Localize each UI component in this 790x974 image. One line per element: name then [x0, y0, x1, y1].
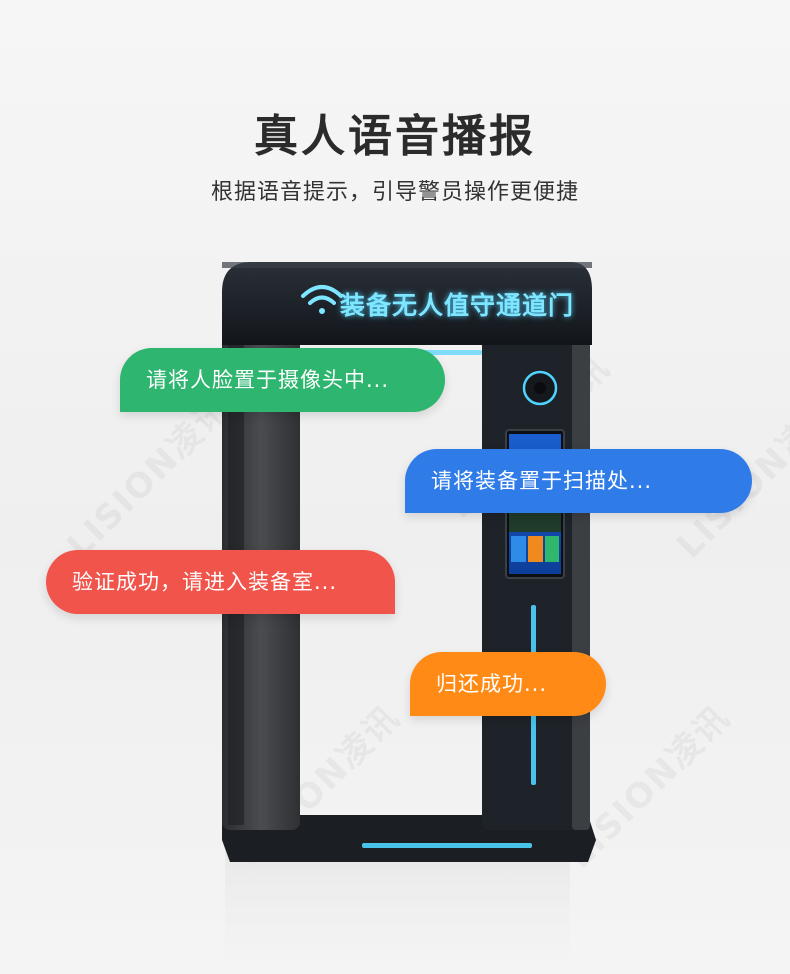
page-title: 真人语音播报 [254, 111, 536, 162]
gate-top-bar [222, 262, 592, 345]
voice-prompt-equipment-scan: 请将装备置于扫描处... [405, 449, 752, 513]
voice-prompt-return: 归还成功... [410, 652, 606, 716]
wifi-icon [301, 285, 343, 314]
gate-sign-text: 装备无人值守通道门 [340, 291, 575, 320]
voice-prompt-verified: 验证成功，请进入装备室... [46, 550, 395, 614]
page-subtitle: 根据语音提示，引导警员操作更便捷 [210, 180, 579, 205]
base-glow-strip [362, 843, 532, 848]
voice-prompt-face: 请将人脸置于摄像头中... [120, 348, 445, 412]
